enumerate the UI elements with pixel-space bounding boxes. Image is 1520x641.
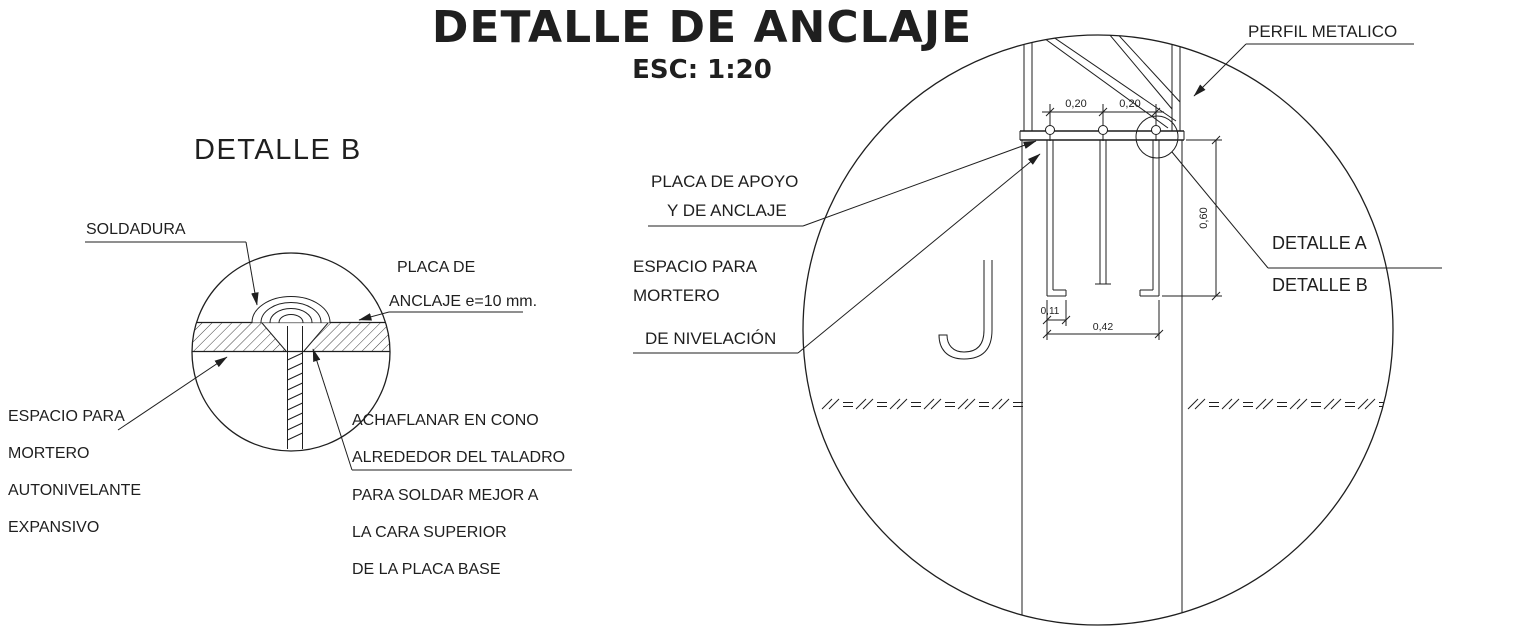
label-achaflanar-3: PARA SOLDAR MEJOR A [352,487,539,504]
plate-bolts [1045,112,1161,141]
dimension-right: 0,60 [1162,135,1222,301]
j-hook-anchor [938,260,993,360]
main-detail-section [821,35,1390,625]
dim-bottom-inner: 0,11 [1041,306,1060,317]
label-achaflanar-1: ACHAFLANAR EN CONO [352,412,539,429]
label-placa-anclaje-1: PLACA DE [397,259,476,276]
dimension-top: 0,20 0,20 [1042,98,1164,118]
label-nivelacion: DE NIVELACIÓN [645,329,777,348]
detail-marker-circle [1135,115,1179,159]
label-achaflanar-5: DE LA PLACA BASE [352,561,501,578]
label-espacio-b-4: EXPANSIVO [8,519,100,536]
anchor-bolt [287,326,303,449]
label-achaflanar-4: LA CARA SUPERIOR [352,524,507,541]
detail-b-title: DETALLE B [194,134,362,166]
detail-b-leaders [85,241,572,471]
dim-bottom-outer: 0,42 [1093,321,1114,333]
drawing-title: DETALLE DE ANCLAJE [431,2,973,53]
dim-right-vertical: 0,60 [1198,207,1210,228]
label-espacio-b-3: AUTONIVELANTE [8,482,142,499]
label-achaflanar-2: ALREDEDOR DEL TALADRO [352,449,566,466]
label-soldadura: SOLDADURA [86,221,186,238]
label-placa-apoyo-1: PLACA DE APOYO [651,172,799,191]
ground-hatch-left [821,398,1024,410]
weld-dome [251,296,331,323]
ground-hatch-right [1187,398,1390,410]
main-detail-leaders [633,43,1414,354]
label-espacio-mortero-2: MORTERO [633,286,720,305]
label-espacio-b-1: ESPACIO PARA [8,408,125,425]
label-placa-apoyo-2: Y DE ANCLAJE [667,201,787,220]
label-perfil-metalico: PERFIL METALICO [1248,22,1398,41]
anchor-rods [1046,140,1160,297]
dimension-bottom: 0,11 0,42 [1041,300,1164,340]
detail-ref-leader [1171,151,1269,269]
dim-top-right: 0,20 [1119,98,1140,110]
label-espacio-b-2: MORTERO [8,445,90,462]
label-detalle-b: DETALLE B [1272,275,1368,295]
label-placa-anclaje-2: ANCLAJE e=10 mm. [389,293,538,310]
countersink-mask [262,323,328,351]
label-espacio-mortero-1: ESPACIO PARA [633,257,758,276]
main-detail-drawing: 0,20 0,20 0,60 0,11 [633,34,1442,626]
detail-b-section [192,296,390,449]
drawing-scale: ESC: 1:20 [632,55,772,85]
main-detail-circle [802,34,1394,626]
detail-b-drawing [85,241,572,471]
label-detalle-a: DETALLE A [1272,233,1367,253]
dim-top-left: 0,20 [1065,98,1086,110]
